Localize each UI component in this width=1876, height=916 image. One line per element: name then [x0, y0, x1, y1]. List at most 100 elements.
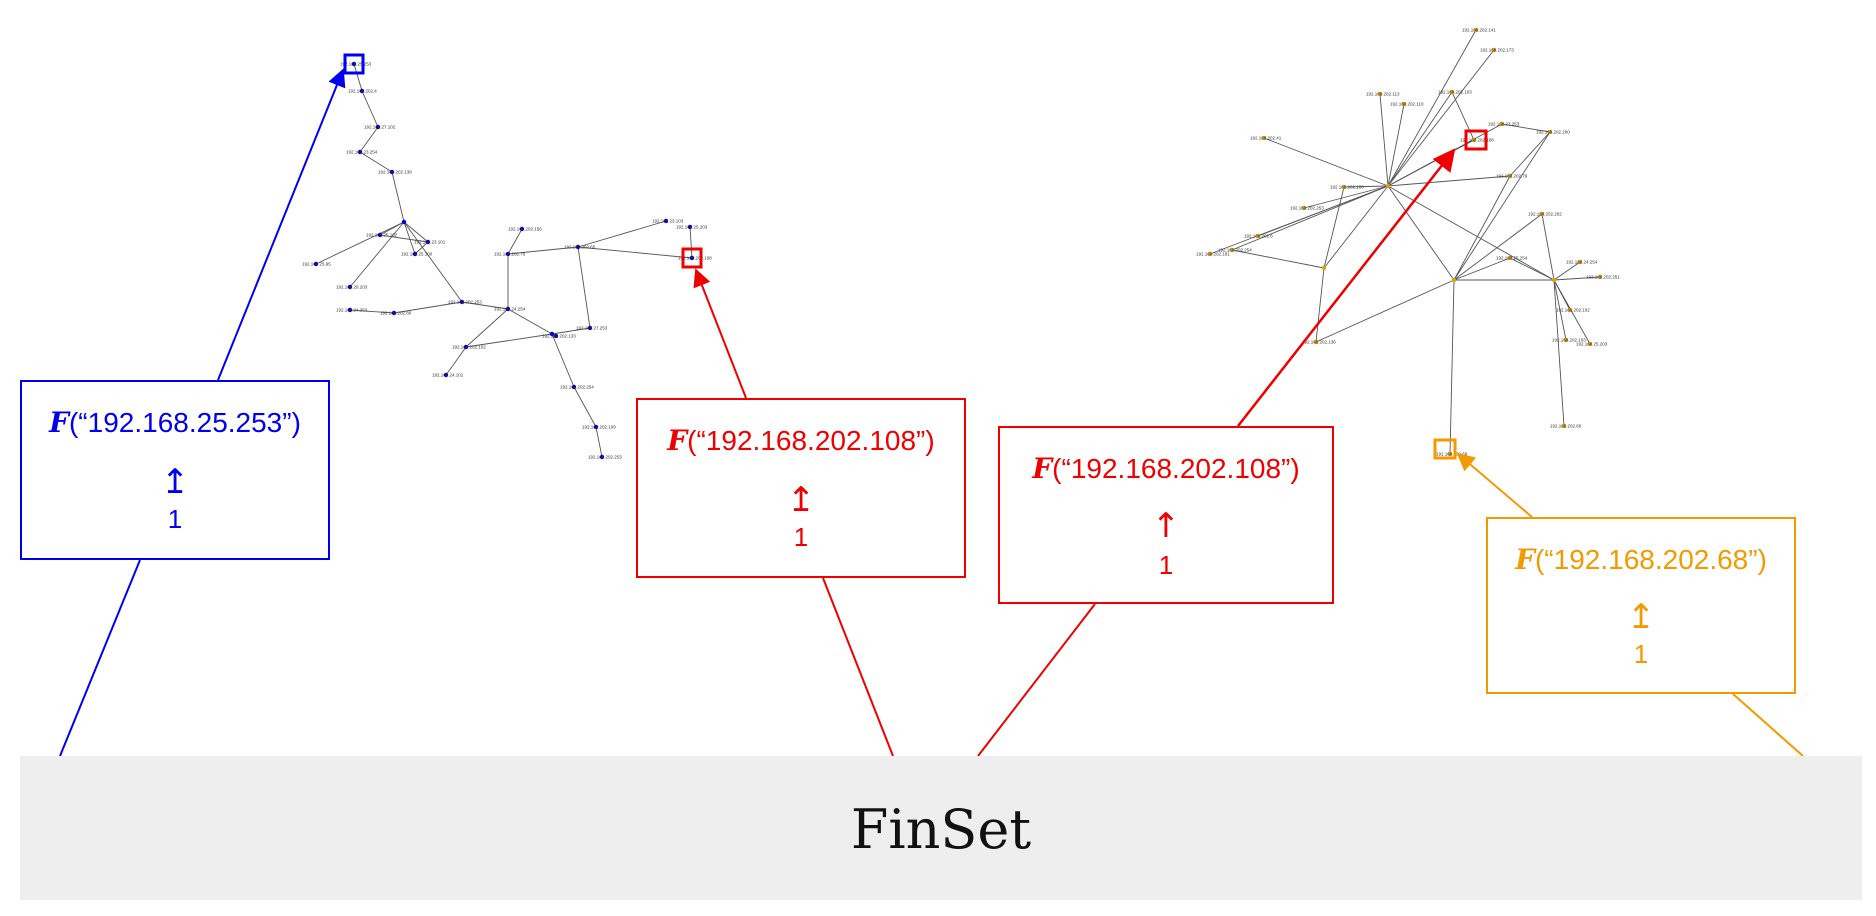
graph-node [459, 299, 465, 305]
graph-node [1499, 121, 1505, 127]
graph-node [1561, 423, 1567, 429]
graph-node [1547, 129, 1553, 135]
graph-edge [1553, 279, 1565, 427]
graph-node [1313, 339, 1319, 345]
unit-label: 1 [167, 504, 183, 534]
graph-edge [349, 309, 395, 314]
blue-arrow-lower [59, 559, 141, 757]
graph-node [1449, 89, 1455, 95]
graph-node-label: 192.168.202.76 [494, 252, 526, 257]
graph-node [553, 333, 559, 339]
graph-edge [1323, 185, 1389, 269]
open-paren: (“ [687, 425, 706, 456]
graph-node [375, 124, 381, 130]
graph-node-label: 192.168.202.100 [1330, 185, 1364, 190]
finset-category-band: FinSet [20, 756, 1862, 900]
close-paren: ”) [916, 425, 935, 456]
graph-node-label: 192.168.202.133 [542, 334, 576, 339]
graph-node-label: 192.168.28.203 [336, 285, 368, 290]
graph-edge [1379, 93, 1389, 187]
finset-label: FinSet [850, 798, 1032, 861]
graph-node-label: 192.168.202.136 [1302, 340, 1336, 345]
graph-node-label: 192.168.24.254 [1566, 260, 1598, 265]
graph-edge [1387, 185, 1455, 281]
graph-edge [349, 221, 405, 288]
close-paren: ”) [1281, 453, 1300, 484]
graph-edge [1553, 276, 1601, 281]
graph-node [1507, 255, 1513, 261]
graph-node [663, 218, 669, 224]
graph-node-label: 192.168.202.4 [348, 89, 377, 94]
graph-edge [1387, 175, 1511, 187]
graph-node [377, 232, 383, 238]
graph-node [1229, 247, 1235, 253]
graph-node [571, 384, 577, 390]
graph-hub-node [1451, 277, 1457, 283]
graph-node-label: 192.168.27.253 [576, 326, 608, 331]
graph-hub-node [401, 219, 407, 225]
graph-edge [465, 333, 553, 348]
functor-symbol: F [1032, 452, 1053, 485]
graph-edge [1553, 279, 1567, 341]
graph-node [391, 310, 397, 316]
graph-node-label: 192.168.25.253 [340, 62, 372, 67]
graph-node [505, 251, 511, 257]
graph-edge [1315, 267, 1325, 343]
graph-edge [1449, 279, 1455, 455]
graph-node [575, 244, 581, 250]
graph-node [1301, 205, 1307, 211]
graph-edge [403, 221, 416, 255]
graph-node-label: 192.168.202.251 [1586, 275, 1620, 280]
graph-node [593, 424, 599, 430]
graph-node-label: 192.168.25.254 [1496, 256, 1528, 261]
graph-edge [403, 221, 429, 243]
graph-node-label: 192.168.202.109 [582, 425, 616, 430]
graph-node-label: 192.168.202.113 [1366, 92, 1400, 97]
graph-node-label: 192.168.202.156 [508, 227, 542, 232]
morphism-label-orange: F(“192.168.202.68”) [1488, 544, 1794, 576]
graph-node [1255, 233, 1261, 239]
graph-edge [689, 226, 693, 259]
graph-node-label: 192.168.25.203 [676, 225, 708, 230]
red-arrow-right-lower [977, 603, 1096, 757]
graph-node-label: 192.168.202.68 [1436, 452, 1468, 457]
graph-edge [1323, 186, 1345, 269]
graph-node-label: 192.168.202.80 [380, 311, 412, 316]
graph-edge [1303, 185, 1389, 209]
graph-node-label: 192.168.202.254 [560, 385, 594, 390]
red-arrow-left-lower [822, 577, 894, 757]
graph-node-label: 192.168.23.254 [346, 150, 378, 155]
graph-edge [577, 246, 591, 329]
graph-edge [1387, 103, 1405, 187]
ip-label: 192.168.25.253 [87, 407, 283, 438]
graph-edge [359, 151, 393, 173]
graph-node-label: 192.168.25.102 [366, 233, 398, 238]
graph-node [357, 149, 363, 155]
graph-node-label: 192.168.202.102 [1556, 308, 1590, 313]
highlight-square-red-left [681, 247, 703, 269]
graph-node [1539, 211, 1545, 217]
graph-node-label: 192.168.202.253 [448, 300, 482, 305]
graph-edge [1453, 213, 1543, 281]
right-network-graph: 192.168.202.141192.168.202.173192.168.20… [1196, 28, 1620, 457]
morphism-box-orange: F(“192.168.202.68”) ↥ 1 [1486, 517, 1796, 694]
functor-symbol: F [1515, 543, 1535, 576]
open-paren: (“ [1534, 544, 1554, 575]
ip-label: 192.168.202.68 [1553, 544, 1749, 575]
graph-node [313, 261, 319, 267]
graph-edge [1387, 139, 1475, 187]
graph-node-label: 192.168.24.254 [494, 307, 526, 312]
graph-edge [1451, 91, 1475, 141]
graph-edge [445, 346, 467, 376]
graph-node [1567, 307, 1573, 313]
graph-node-label: 192.168.202.41 [1250, 136, 1282, 141]
red-arrow-right-upper [1237, 148, 1456, 427]
close-paren: ”) [282, 407, 301, 438]
graph-edge [1231, 185, 1389, 251]
graph-node [1507, 173, 1513, 179]
graph-node [425, 239, 431, 245]
graph-node-label: 192.168.202.138 [378, 170, 412, 175]
graph-node [347, 307, 353, 313]
graph-edge [551, 333, 575, 388]
